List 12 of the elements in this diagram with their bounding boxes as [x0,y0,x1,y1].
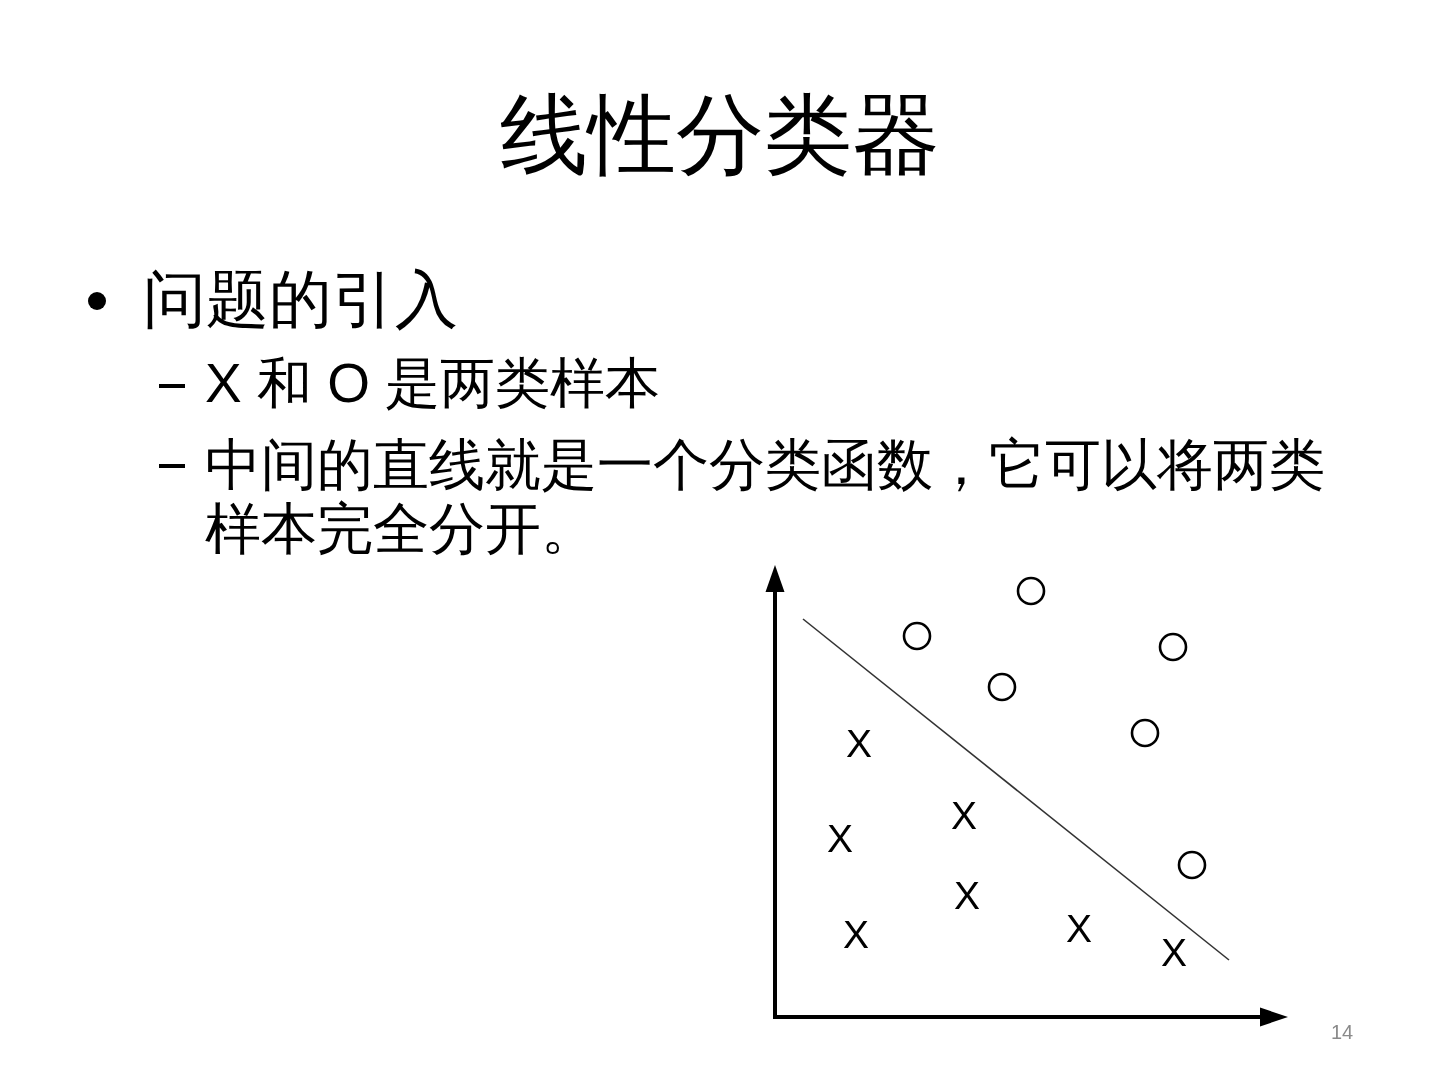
x-marker: X [954,875,980,915]
x-marker: X [1066,908,1092,948]
x-marker: X [827,818,853,858]
slide-title: 线性分类器 [499,92,941,180]
page-number: 14 [1330,1022,1354,1042]
x-marker: X [951,795,977,835]
x-marker: X [846,723,872,763]
bullet-text: 问题的引入 [143,269,458,332]
sub-bullet-text: 中间的直线就是一个分类函数，它可以将两类样本完全分开。 [205,433,1326,561]
sub-bullet-text: X 和 O 是两类样本 [205,355,661,411]
x-marker: X [843,914,869,954]
x-marker: X [1161,932,1187,972]
